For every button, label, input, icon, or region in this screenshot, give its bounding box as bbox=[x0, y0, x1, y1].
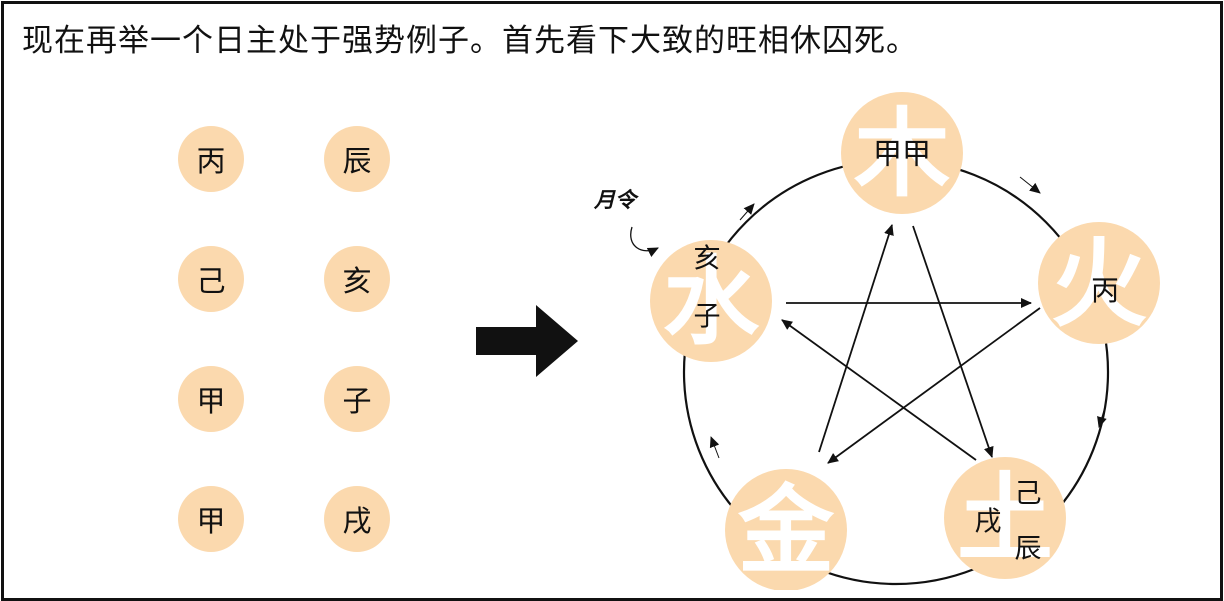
cycle-arrow-wood-fire bbox=[1019, 176, 1041, 194]
element-node-fire: 火丙 bbox=[1038, 222, 1160, 344]
element-circle-water bbox=[650, 240, 772, 362]
element-circle-earth bbox=[944, 457, 1066, 579]
element-name-water: 水 bbox=[663, 245, 760, 358]
element-circle-wood bbox=[841, 92, 963, 214]
pillar-stem-day: 甲 bbox=[178, 366, 244, 432]
element-ganzhi-earth-2: 辰 bbox=[1015, 534, 1042, 565]
caption-text: 现在再举一个日主处于强势例子。首先看下大致的旺相休囚死。 bbox=[22, 23, 918, 59]
control-arrow-metal-wood bbox=[818, 224, 894, 453]
cycle-arrow-metal-water bbox=[709, 436, 720, 459]
four-pillars-grid: 丙 己 甲 甲 辰 亥 子 戌 bbox=[178, 126, 396, 554]
element-name-earth: 土 bbox=[957, 462, 1053, 575]
element-node-wood: 木甲甲 bbox=[841, 92, 963, 214]
element-name-wood: 木 bbox=[854, 97, 950, 210]
element-ganzhi-wood-0: 甲甲 bbox=[873, 136, 931, 170]
element-ganzhi-earth-0: 戌 bbox=[975, 507, 1002, 538]
pillar-branch-year: 辰 bbox=[324, 126, 390, 192]
element-name-metal: 金 bbox=[737, 474, 835, 587]
right-arrow-icon bbox=[476, 305, 578, 377]
pillar-branch-day: 子 bbox=[324, 366, 390, 432]
control-arrow-earth-water bbox=[781, 319, 977, 461]
element-circle-metal bbox=[725, 469, 847, 590]
element-ganzhi-water-0: 亥 bbox=[694, 244, 721, 275]
pillar-branch-hour: 戌 bbox=[324, 486, 390, 552]
control-arrow-fire-metal bbox=[827, 307, 1041, 464]
element-ganzhi-fire-0: 丙 bbox=[1091, 274, 1119, 307]
control-arrow-wood-earth bbox=[912, 225, 994, 458]
pillar-stem-month: 己 bbox=[178, 246, 244, 312]
element-name-fire: 火 bbox=[1051, 227, 1147, 340]
cycle-arrow-water-wood bbox=[739, 203, 755, 221]
element-circle-fire bbox=[1038, 222, 1160, 344]
element-ganzhi-earth-1: 己 bbox=[1015, 479, 1042, 510]
month-command-label: 月令 bbox=[594, 187, 636, 212]
element-node-metal: 金 bbox=[725, 469, 847, 590]
pillar-stem-hour: 甲 bbox=[178, 486, 244, 552]
pillar-branch-month: 亥 bbox=[324, 246, 390, 312]
pillar-stem-year: 丙 bbox=[178, 126, 244, 192]
cycle-arrow-fire-earth bbox=[1097, 406, 1107, 428]
element-node-water: 水亥子 bbox=[650, 240, 772, 362]
element-ganzhi-water-1: 子 bbox=[694, 302, 721, 333]
month-pointer-arrow bbox=[630, 226, 659, 257]
